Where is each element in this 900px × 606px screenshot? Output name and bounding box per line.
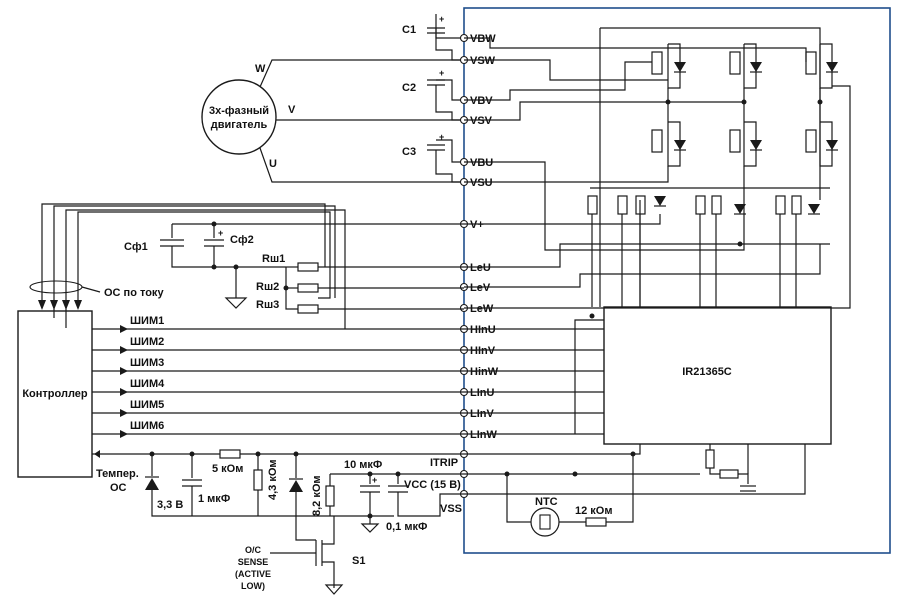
svg-text:0,1 мкФ: 0,1 мкФ xyxy=(386,521,427,533)
svg-text:VSS: VSS xyxy=(440,503,462,515)
svg-text:4,3 кОм: 4,3 кОм xyxy=(267,459,279,500)
phase-v-label: V xyxy=(288,104,296,116)
svg-text:LOW): LOW) xyxy=(241,581,265,591)
svg-text:ITRIP: ITRIP xyxy=(430,457,458,469)
svg-text:+: + xyxy=(439,14,444,24)
motor-symbol xyxy=(201,79,277,155)
svg-text:+: + xyxy=(218,228,223,238)
svg-text:Cф2: Cф2 xyxy=(230,234,254,246)
module-pins: VBW VSW VBV VSV VBU VSU V+ LeU LeV LeW H… xyxy=(404,33,499,515)
svg-text:SENSE: SENSE xyxy=(238,557,269,567)
svg-text:LInU: LInU xyxy=(470,387,494,399)
svg-text:HInV: HInV xyxy=(470,345,496,357)
svg-text:C3: C3 xyxy=(402,146,416,158)
svg-text:Cф1: Cф1 xyxy=(124,241,148,253)
svg-text:Rш2: Rш2 xyxy=(256,281,279,293)
svg-text:HinW: HinW xyxy=(470,366,499,378)
svg-text:5 кОм: 5 кОм xyxy=(212,463,243,475)
svg-text:LeW: LeW xyxy=(470,303,494,315)
svg-text:3,3 В: 3,3 В xyxy=(157,499,183,511)
svg-text:(ACTIVE: (ACTIVE xyxy=(235,569,271,579)
svg-text:VBU: VBU xyxy=(470,157,493,169)
svg-text:8,2 кОм: 8,2 кОм xyxy=(311,475,323,516)
pwm-2-label: ШИМ2 xyxy=(130,336,164,348)
ic-box xyxy=(603,306,832,445)
protection-circuit: NTC 12 кОм 3,3 В Темпер. ОС 1 мкФ 5 кОм xyxy=(92,444,806,595)
feedback-label: ОС по току xyxy=(104,287,164,299)
svg-text:LeU: LeU xyxy=(470,262,491,274)
svg-text:Rш1: Rш1 xyxy=(262,253,285,265)
bootstrap-cap-c1: + C1 xyxy=(402,14,464,61)
svg-text:V+: V+ xyxy=(470,219,484,231)
svg-text:VBW: VBW xyxy=(470,33,496,45)
svg-text:S1: S1 xyxy=(352,555,365,567)
svg-text:+: + xyxy=(439,132,444,142)
temp-fb-2: ОС xyxy=(110,482,127,494)
svg-text:1 мкФ: 1 мкФ xyxy=(198,493,230,505)
svg-text:12 кОм: 12 кОм xyxy=(575,505,613,517)
svg-text:HInU: HInU xyxy=(470,324,496,336)
pwm-4-label: ШИМ4 xyxy=(130,378,165,390)
svg-text:VSW: VSW xyxy=(470,55,496,67)
motor-label-1: 3х-фазный xyxy=(209,105,269,117)
pwm-lines: ШИМ1 ШИМ2 ШИМ3 ШИМ4 ШИМ5 ШИМ6 xyxy=(92,313,604,438)
controller-label: Контроллер xyxy=(22,388,88,400)
svg-text:Rш3: Rш3 xyxy=(256,299,279,311)
bootstrap-cap-c2: + C2 xyxy=(402,68,464,121)
svg-text:LInW: LInW xyxy=(470,429,497,441)
pwm-1-label: ШИМ1 xyxy=(130,315,164,327)
motor-label-2: двигатель xyxy=(211,119,268,131)
svg-text:C2: C2 xyxy=(402,82,416,94)
svg-text:NTC: NTC xyxy=(535,496,558,508)
pwm-6-label: ШИМ6 xyxy=(130,420,164,432)
svg-text:VSV: VSV xyxy=(470,115,493,127)
power-module-outline xyxy=(463,7,891,554)
svg-text:VSU: VSU xyxy=(470,177,493,189)
controller-box xyxy=(17,310,93,478)
bootstrap-cap-c3: + C3 xyxy=(402,132,464,183)
ic-label: IR21365C xyxy=(682,366,732,378)
phase-w-label: W xyxy=(255,63,266,75)
svg-text:LInV: LInV xyxy=(470,408,494,420)
svg-text:VBV: VBV xyxy=(470,95,493,107)
pwm-3-label: ШИМ3 xyxy=(130,357,164,369)
phase-u-label: U xyxy=(269,158,277,170)
svg-text:VCC (15 В): VCC (15 В) xyxy=(404,479,461,491)
filter-and-shunts: + Cф1 Cф2 Rш1 Rш2 Rш3 ОС по току xyxy=(29,203,464,329)
inverter-bridge xyxy=(464,27,851,309)
svg-text:LeV: LeV xyxy=(470,282,491,294)
svg-text:10 мкФ: 10 мкФ xyxy=(344,459,382,471)
svg-text:+: + xyxy=(439,68,444,78)
svg-text:O/C: O/C xyxy=(245,545,262,555)
svg-text:C1: C1 xyxy=(402,24,416,36)
pwm-5-label: ШИМ5 xyxy=(130,399,164,411)
temp-fb-1: Темпер. xyxy=(96,468,139,480)
svg-text:+: + xyxy=(372,475,377,485)
